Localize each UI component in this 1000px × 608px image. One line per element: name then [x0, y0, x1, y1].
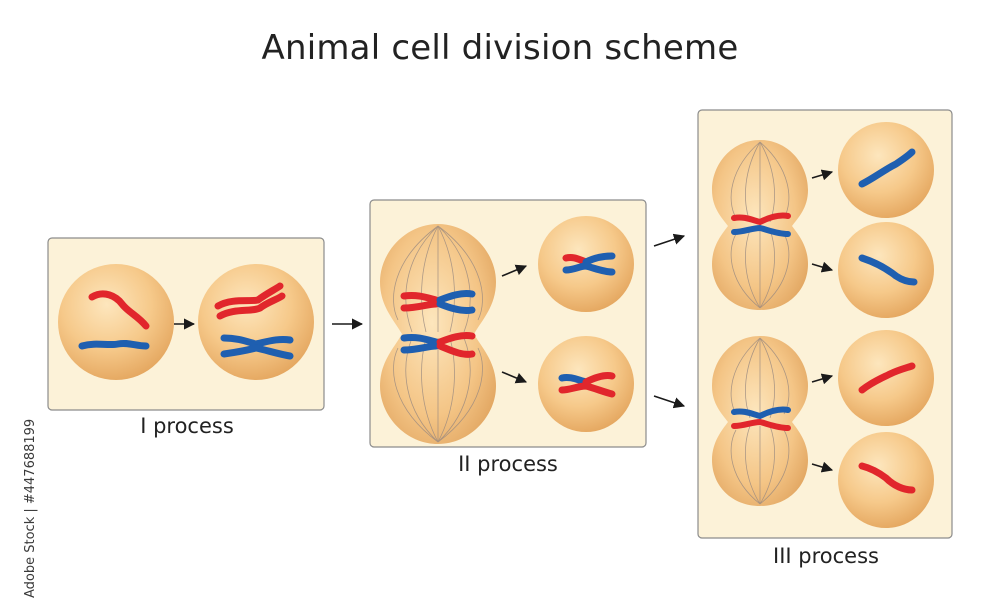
chromosome-blue: [78, 339, 150, 350]
chromosome-blue: [731, 406, 791, 420]
cell-p3-1: [838, 122, 934, 218]
arrow: [811, 261, 834, 273]
caption-process-2: II process: [458, 452, 558, 476]
chromosome-red: [558, 382, 616, 398]
chromosome-red: [400, 300, 440, 312]
caption-process-3: III process: [773, 544, 879, 568]
chromosome-red: [858, 362, 916, 394]
chromosome-red: [254, 282, 284, 304]
dividing-cell-p3-bottom: [712, 336, 808, 506]
chromosome-blue: [731, 224, 791, 237]
cell-p2-top: [538, 216, 634, 312]
chromosome-red: [256, 292, 286, 312]
cell-p3-2: [838, 222, 934, 318]
chromosome-red: [436, 342, 476, 358]
diagram-title: Animal cell division scheme: [261, 28, 739, 68]
arrow: [811, 373, 834, 385]
arrow: [811, 461, 834, 473]
chromosome-red: [582, 372, 616, 386]
chromosome-blue: [220, 334, 294, 348]
chromosome-blue: [400, 334, 440, 346]
chromosome-blue: [562, 262, 616, 276]
stock-watermark-id: Adobe Stock | #447688199: [7, 370, 38, 600]
chromosome-red: [731, 418, 791, 431]
chromosome-blue: [436, 300, 476, 314]
cell-p3-3: [838, 330, 934, 426]
dividing-cell-p3-top: [712, 140, 808, 310]
chromosome-blue: [400, 342, 440, 354]
chromosome-blue: [582, 252, 616, 266]
chromosome-red: [88, 290, 150, 330]
cell-p1-b: [198, 264, 314, 380]
arrow: [653, 233, 686, 247]
cell-p3-4: [838, 432, 934, 528]
cell-p1-a: [58, 264, 174, 380]
dividing-cell-p2: [380, 224, 496, 444]
cell-p2-bottom: [538, 336, 634, 432]
caption-process-1: I process: [140, 414, 234, 438]
arrow: [501, 371, 528, 384]
chromosome-blue: [858, 254, 918, 286]
chromosome-blue: [220, 344, 294, 360]
chromosome-red: [400, 292, 440, 304]
chromosome-red: [731, 212, 791, 226]
chromosome-red: [436, 332, 476, 346]
chromosome-red: [858, 462, 916, 494]
arrow: [501, 264, 528, 277]
arrow: [653, 395, 686, 409]
chromosome-blue: [436, 290, 476, 304]
arrow: [811, 169, 834, 181]
stock-id-text: Adobe Stock | #447688199: [23, 418, 38, 598]
chromosome-blue: [858, 148, 916, 188]
